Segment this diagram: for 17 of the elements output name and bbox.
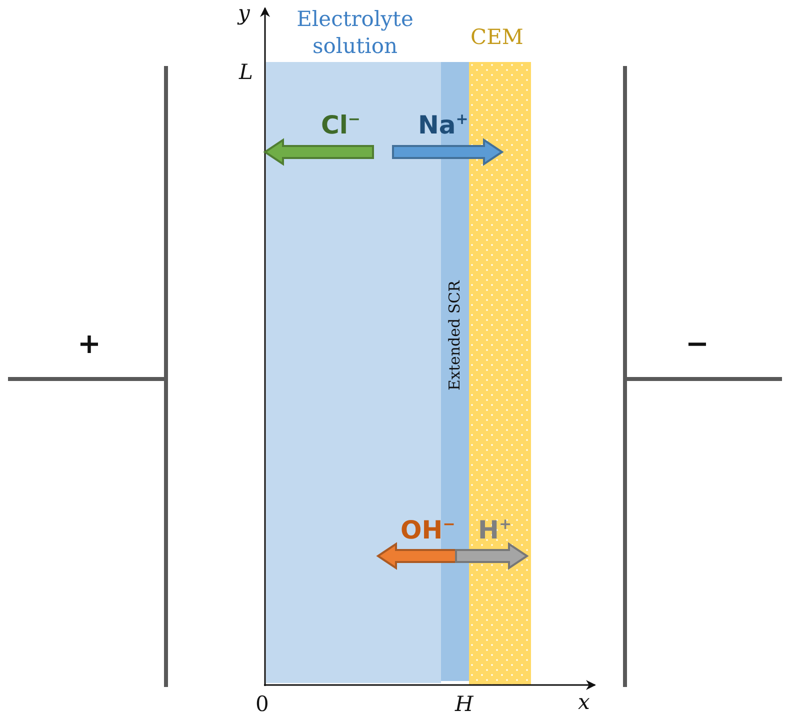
axis-label: y [238,3,250,24]
arrow [392,138,504,166]
arrow [455,542,529,570]
axis-label: x [578,692,590,713]
region-title: Electrolyte solution [296,6,414,60]
arrow [376,542,457,570]
polarity-sign: − [686,330,709,358]
axis-tick-label: L [239,62,253,83]
ion-label: Cl$^{−}$ [321,112,360,138]
ion-label: Na$^{+}$ [418,112,468,138]
ion-label: H$^{+}$ [478,517,512,542]
axis-tick-label: H [455,694,474,715]
region-title: CEM [470,24,524,51]
region-label: Extended SCR [447,280,462,390]
polarity-sign: + [78,330,101,358]
ion-label: OH$^{−}$ [400,517,456,542]
axis-tick-label: 0 [256,694,269,715]
